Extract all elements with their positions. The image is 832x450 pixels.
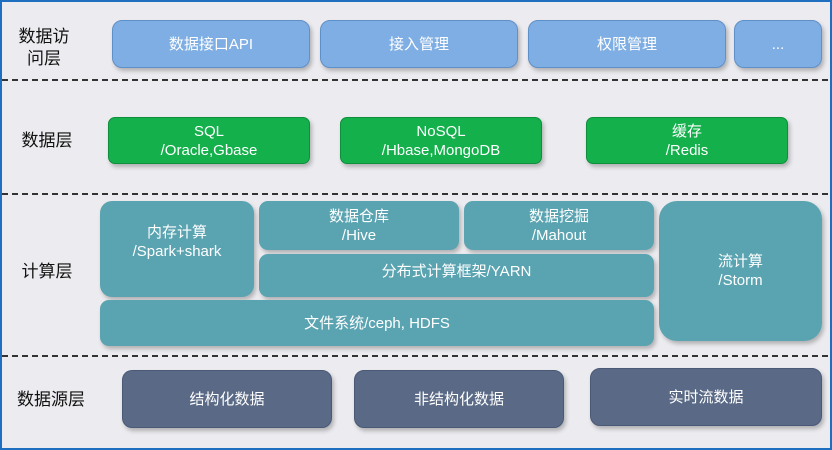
layer-divider: [2, 355, 828, 357]
source-item-label: 结构化数据: [189, 390, 265, 408]
compute-subtitle: /Mahout: [531, 226, 587, 244]
compute-title: 文件系统/ceph, HDFS: [304, 314, 450, 332]
access-item-api: 数据接口API: [112, 20, 310, 68]
compute-subtitle: /Hive: [341, 226, 377, 244]
access-item-more: ...: [734, 20, 822, 68]
access-item-label: ...: [771, 35, 785, 53]
access-label-line2: 问层: [27, 49, 61, 68]
compute-title: 数据仓库: [328, 207, 389, 225]
compute-subtitle: /Storm: [718, 272, 763, 289]
data-layer-label: 数据层: [21, 131, 73, 150]
layer-divider: [2, 193, 828, 195]
compute-layer-label: 计算层: [21, 262, 73, 281]
data-item-nosql: NoSQL /Hbase,MongoDB: [340, 117, 542, 164]
compute-title: 内存计算: [146, 224, 207, 241]
data-item-subtitle: /Hbase,MongoDB: [381, 141, 501, 159]
access-item-management: 接入管理: [320, 20, 518, 68]
compute-title: 数据挖掘: [528, 207, 589, 225]
data-item-sql: SQL /Oracle,Gbase: [108, 117, 310, 164]
source-structured: 结构化数据: [122, 370, 332, 428]
data-item-cache: 缓存 /Redis: [586, 117, 788, 164]
source-realtime: 实时流数据: [590, 368, 822, 426]
access-label-line1: 数据访: [18, 27, 70, 46]
data-item-title: NoSQL: [416, 122, 466, 140]
access-item-label: 接入管理: [388, 35, 449, 53]
layer-divider: [2, 79, 828, 81]
data-item-subtitle: /Redis: [665, 141, 709, 159]
compute-mining: 数据挖掘 /Mahout: [464, 201, 654, 250]
compute-stream: 流计算 /Storm: [659, 201, 822, 341]
compute-warehouse: 数据仓库 /Hive: [259, 201, 459, 250]
source-layer-label: 数据源层: [17, 390, 85, 409]
access-item-label: 数据接口API: [168, 35, 254, 53]
data-item-title: 缓存: [671, 122, 702, 140]
compute-title: 流计算: [717, 253, 763, 270]
source-unstructured: 非结构化数据: [354, 370, 564, 428]
compute-yarn: 分布式计算框架/YARN: [259, 254, 654, 297]
compute-memory: 内存计算 /Spark+shark: [100, 201, 254, 297]
data-item-title: SQL: [193, 122, 224, 140]
access-item-label: 权限管理: [596, 35, 657, 53]
compute-title: 分布式计算框架/YARN: [381, 263, 532, 280]
source-item-label: 非结构化数据: [413, 390, 504, 408]
compute-filesystem: 文件系统/ceph, HDFS: [100, 300, 654, 346]
access-item-permission: 权限管理: [528, 20, 726, 68]
compute-subtitle: /Spark+shark: [132, 243, 222, 260]
data-item-subtitle: /Oracle,Gbase: [160, 141, 258, 159]
access-layer-label: 数据访 问层: [12, 26, 76, 70]
source-item-label: 实时流数据: [668, 388, 744, 406]
